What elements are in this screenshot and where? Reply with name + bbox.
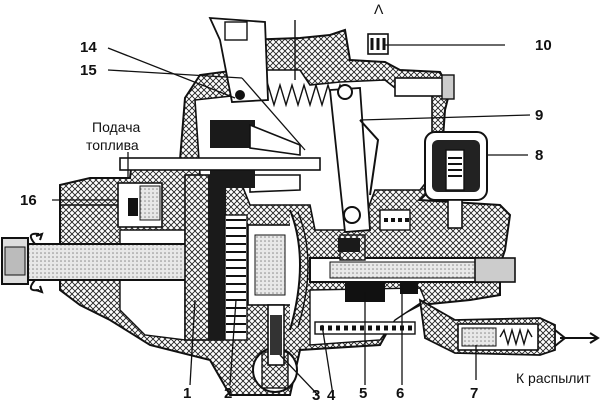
flyweights: [119, 120, 321, 193]
callout-6: 6: [396, 385, 404, 402]
fuel-shutoff-solenoid: [424, 131, 488, 229]
top-mark: Λ: [374, 1, 384, 17]
gear-teeth: [226, 219, 246, 333]
vane-feed-pump: [60, 182, 163, 228]
callout-10: 10: [535, 37, 552, 54]
callout-14: 14: [80, 39, 97, 56]
callout-1: 1: [183, 385, 191, 402]
control-lever: [329, 84, 411, 252]
callout-9: 9: [535, 107, 543, 124]
callout-4: 4: [327, 387, 336, 404]
to-injector-label: К распылит: [516, 370, 591, 386]
full-load-adjusting-screw: [367, 33, 455, 100]
governor-lever: [208, 16, 269, 103]
fuel-feed-label-line1: Подача: [92, 119, 140, 135]
fuel-feed-label-line2: топлива: [86, 137, 139, 153]
callout-5: 5: [359, 385, 367, 402]
callout-7: 7: [470, 385, 478, 402]
delivery-valve: [418, 298, 600, 356]
leader-lines: [52, 44, 531, 396]
callout-16: 16: [20, 192, 37, 209]
callout-15: 15: [80, 62, 97, 79]
timing-device: [252, 304, 298, 393]
callout-2: 2: [224, 385, 232, 402]
callout-8: 8: [535, 147, 543, 164]
callout-3: 3: [312, 387, 320, 404]
roller-ring-assembly: [184, 174, 309, 341]
